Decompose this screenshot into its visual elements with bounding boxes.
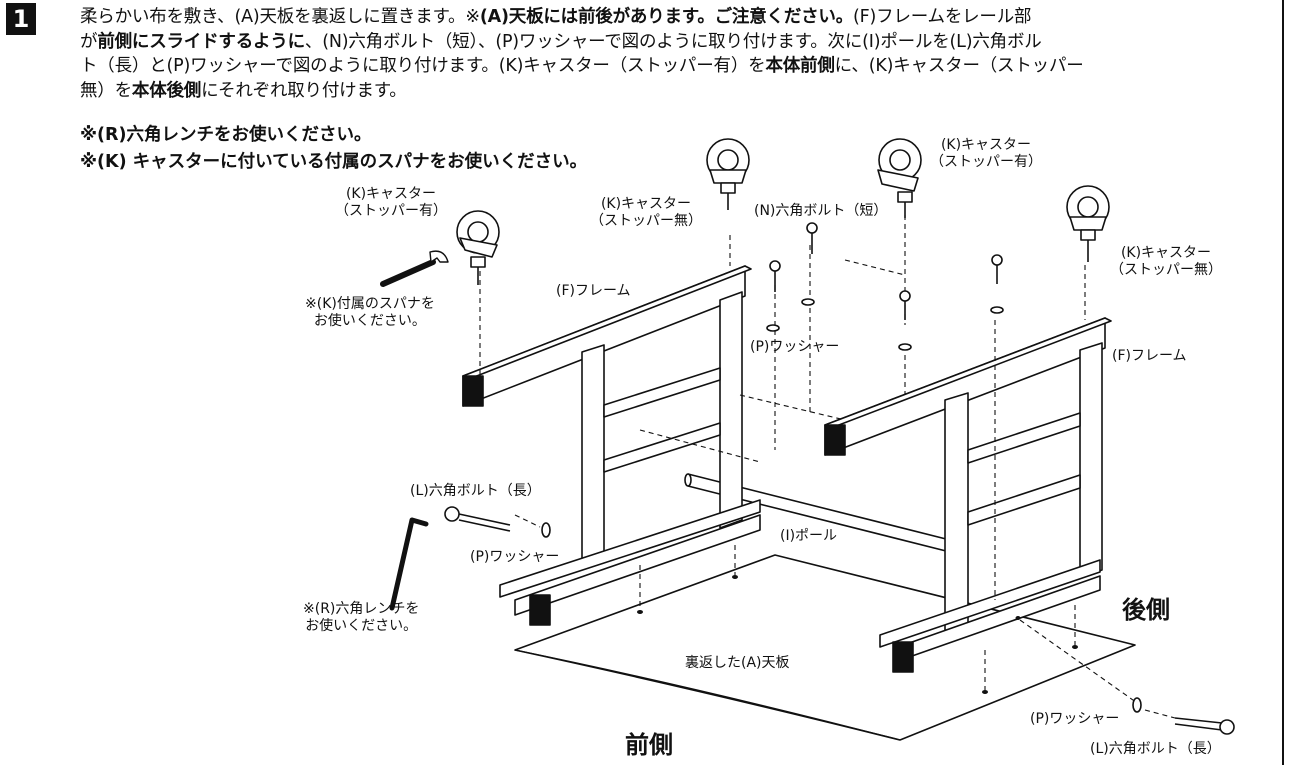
label-front-side: 前側 [625, 731, 673, 759]
page-border-right [1282, 0, 1284, 765]
label-bolt-short: (N)六角ボルト（短） [754, 203, 888, 219]
frame-left [462, 265, 761, 626]
frame-right [824, 317, 1112, 673]
caster-mid-no-stopper [706, 138, 750, 210]
bolt-long-left [444, 506, 551, 538]
label-spanner-note: ※(K)付属のスパナをお使いください。 [305, 296, 435, 329]
bolts-short-and-washers [766, 222, 1004, 351]
caster-right-no-stopper [1066, 185, 1110, 262]
tabletop-holes [637, 575, 1078, 694]
label-rear-side: 後側 [1122, 596, 1170, 624]
caster-top-stopper [877, 138, 922, 218]
label-washer-right: (P)ワッシャー [1030, 711, 1120, 727]
step-number-badge: 1 [6, 3, 36, 35]
label-hex-wrench-note: ※(R)六角レンチをお使いください。 [303, 601, 420, 634]
label-bolt-long-right: (L)六角ボルト（長） [1090, 741, 1221, 757]
label-washer-mid: (P)ワッシャー [750, 339, 840, 355]
bolt-long-right [1132, 697, 1235, 735]
note-spanner: ※(K) キャスターに付いている付属のスパナをお使いください。 [80, 152, 588, 172]
label-frame-right: (F)フレーム [1112, 348, 1187, 364]
label-frame-left: (F)フレーム [556, 283, 631, 299]
label-caster-mid: (K)キャスター（ストッパー無） [590, 196, 702, 229]
label-pole: (I)ポール [780, 528, 838, 544]
note-hex-wrench: ※(R)六角レンチをお使いください。 [80, 125, 372, 145]
instruction-text: 柔らかい布を敷き、(A)天板を裏返しに置きます。※(A)天板には前後があります。… [80, 7, 1084, 101]
label-caster-top: (K)キャスター（ストッパー有） [930, 137, 1042, 170]
hex-wrench-icon [389, 517, 429, 611]
guide-lines [479, 215, 1176, 719]
label-washer-left: (P)ワッシャー [470, 549, 560, 565]
caster-left-stopper [456, 210, 500, 285]
label-tabletop: 裏返した(A)天板 [685, 655, 790, 671]
label-caster-left: (K)キャスター（ストッパー有） [335, 186, 447, 219]
label-bolt-long-left: (L)六角ボルト（長） [410, 483, 541, 499]
label-caster-right: (K)キャスター（ストッパー無） [1110, 245, 1222, 278]
spanner-icon [380, 250, 449, 287]
